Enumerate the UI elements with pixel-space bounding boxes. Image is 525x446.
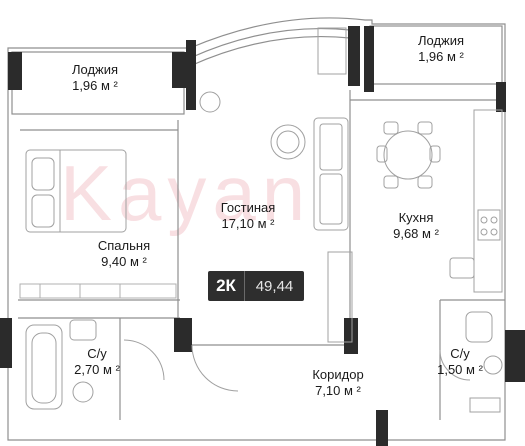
room-area: 1,96 м ² xyxy=(418,49,464,64)
room-area: 7,10 м ² xyxy=(315,383,361,398)
room-count: 2К xyxy=(208,271,245,301)
room-name: Спальня xyxy=(97,238,151,253)
apartment-badge: 2К 49,44 xyxy=(208,271,304,301)
watermark: Kayan xyxy=(60,149,312,237)
label-bath-left: С/у 2,70 м ² xyxy=(74,346,120,378)
room-name: Гостиная xyxy=(220,200,276,215)
room-area: 9,40 м ² xyxy=(101,254,147,269)
room-name: С/у xyxy=(87,346,107,361)
label-corridor: Коридор 7,10 м ² xyxy=(312,367,363,399)
room-area: 17,10 м ² xyxy=(221,216,275,231)
room-area: 2,70 м ² xyxy=(74,362,120,377)
room-name: Кухня xyxy=(398,210,434,225)
room-name: Лоджия xyxy=(417,33,465,48)
label-bath-right: С/у 1,50 м ² xyxy=(437,346,483,378)
label-loggia-right: Лоджия 1,96 м ² xyxy=(418,33,464,65)
label-loggia-left: Лоджия 1,96 м ² xyxy=(72,62,118,94)
room-name: С/у xyxy=(450,346,470,361)
label-living: Гостиная 17,10 м ² xyxy=(221,200,276,232)
label-kitchen: Кухня 9,68 м ² xyxy=(393,210,439,242)
room-area: 1,50 м ² xyxy=(437,362,483,377)
room-area: 1,96 м ² xyxy=(72,78,118,93)
room-area: 9,68 м ² xyxy=(393,226,439,241)
label-bedroom: Спальня 9,40 м ² xyxy=(98,238,150,270)
total-area: 49,44 xyxy=(255,277,294,295)
room-name: Лоджия xyxy=(71,62,119,77)
room-name: Коридор xyxy=(312,367,364,382)
